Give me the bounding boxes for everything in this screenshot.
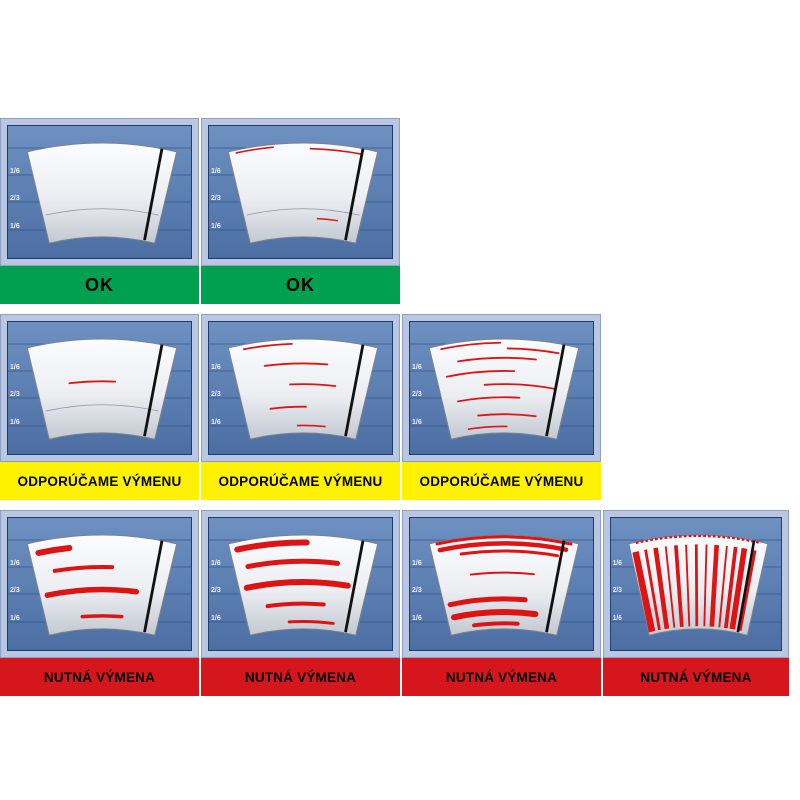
scale-label: 1/6 [412, 364, 422, 371]
scale-label: 1/6 [10, 223, 20, 230]
scale-label: 1/6 [412, 560, 422, 567]
status-label-replace: NUTNÁ VÝMENA [201, 658, 400, 696]
status-label-replace: NUTNÁ VÝMENA [0, 658, 199, 696]
status-label-replace: NUTNÁ VÝMENA [603, 658, 789, 696]
scale-label: 1/6 [211, 560, 221, 567]
status-label-ok: OK [201, 266, 400, 304]
windshield-illustration: 1/6 2/3 1/6 [208, 125, 393, 259]
panel-frame: 1/6 2/3 1/6 [603, 510, 789, 658]
windshield-illustration: 1/6 2/3 1/6 [610, 517, 782, 651]
windshield-illustration: 1/6 2/3 1/6 [7, 517, 192, 651]
scale-label: 1/6 [412, 615, 422, 622]
status-label-recommend: ODPORÚČAME VÝMENU [402, 462, 601, 500]
panel-frame: 1/6 2/3 1/6 [201, 118, 400, 266]
windshield-illustration: 1/6 2/3 1/6 [409, 321, 594, 455]
scale-label: 1/6 [211, 364, 221, 371]
windshield-illustration: 1/6 2/3 1/6 [208, 321, 393, 455]
windshield-illustration: 1/6 2/3 1/6 [409, 517, 594, 651]
scale-label: 1/6 [211, 223, 221, 230]
panel-frame: 1/6 2/3 1/6 [201, 510, 400, 658]
status-label-recommend: ODPORÚČAME VÝMENU [0, 462, 199, 500]
panel-frame: 1/6 2/3 1/6 [0, 510, 199, 658]
scale-label: 2/3 [10, 587, 20, 594]
scale-label: 1/6 [10, 419, 20, 426]
scale-label: 1/6 [211, 615, 221, 622]
scale-label: 1/6 [613, 615, 622, 622]
panel-frame: 1/6 2/3 1/6 [0, 314, 199, 462]
scale-label: 1/6 [10, 168, 20, 175]
scale-label: 2/3 [613, 587, 622, 594]
windshield-illustration: 1/6 2/3 1/6 [208, 517, 393, 651]
panel-frame: 1/6 2/3 1/6 [0, 118, 199, 266]
scale-label: 1/6 [211, 419, 221, 426]
status-label-replace: NUTNÁ VÝMENA [402, 658, 601, 696]
scale-label: 2/3 [211, 391, 221, 398]
scale-label: 2/3 [211, 587, 221, 594]
status-label-ok: OK [0, 266, 199, 304]
scale-label: 1/6 [412, 419, 422, 426]
panel-frame: 1/6 2/3 1/6 [402, 510, 601, 658]
panel-frame: 1/6 2/3 1/6 [402, 314, 601, 462]
windshield-illustration: 1/6 2/3 1/6 [7, 321, 192, 455]
scale-label: 1/6 [10, 615, 20, 622]
scale-label: 2/3 [412, 587, 422, 594]
status-label-recommend: ODPORÚČAME VÝMENU [201, 462, 400, 500]
scale-label: 1/6 [211, 168, 221, 175]
scale-label: 1/6 [10, 560, 20, 567]
scale-label: 2/3 [412, 391, 422, 398]
scale-label: 2/3 [10, 391, 20, 398]
panel-frame: 1/6 2/3 1/6 [201, 314, 400, 462]
scale-label: 1/6 [613, 560, 622, 567]
scale-label: 2/3 [10, 195, 20, 202]
scale-label: 1/6 [10, 364, 20, 371]
scale-label: 2/3 [211, 195, 221, 202]
windshield-illustration: 1/6 2/3 1/6 [7, 125, 192, 259]
